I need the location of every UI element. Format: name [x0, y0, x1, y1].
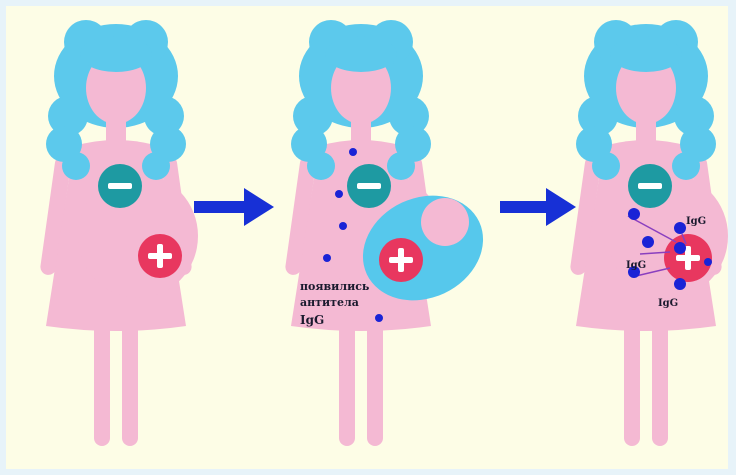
arrow-1-icon: [194, 188, 274, 226]
mother-negative-rh-icon: [98, 164, 142, 208]
mother-negative-rh-icon: [628, 164, 672, 208]
figure-3-pregnant-woman: [569, 20, 728, 446]
igg-label-top: IgG: [686, 216, 706, 227]
fetus-positive-rh-icon: [664, 234, 712, 282]
antibodies-note-line-1: появились: [300, 280, 370, 293]
figure-2-pregnant-woman: [284, 20, 500, 446]
igg-label-bottom: IgG: [658, 298, 678, 309]
rh-conflict-diagram: появились антитела IgG: [6, 6, 728, 469]
antibodies-note-line-2: антитела: [300, 296, 359, 309]
mother-negative-rh-icon: [347, 164, 391, 208]
igg-label-left: IgG: [626, 260, 646, 271]
fetus-positive-rh-icon: [379, 238, 423, 282]
antibodies-note-line-3: IgG: [300, 313, 324, 327]
arrow-2-icon: [500, 188, 576, 226]
fetus-positive-rh-icon: [138, 234, 182, 278]
figure-1-pregnant-woman: [39, 20, 198, 446]
diagram-frame: появились антитела IgG: [6, 6, 728, 469]
